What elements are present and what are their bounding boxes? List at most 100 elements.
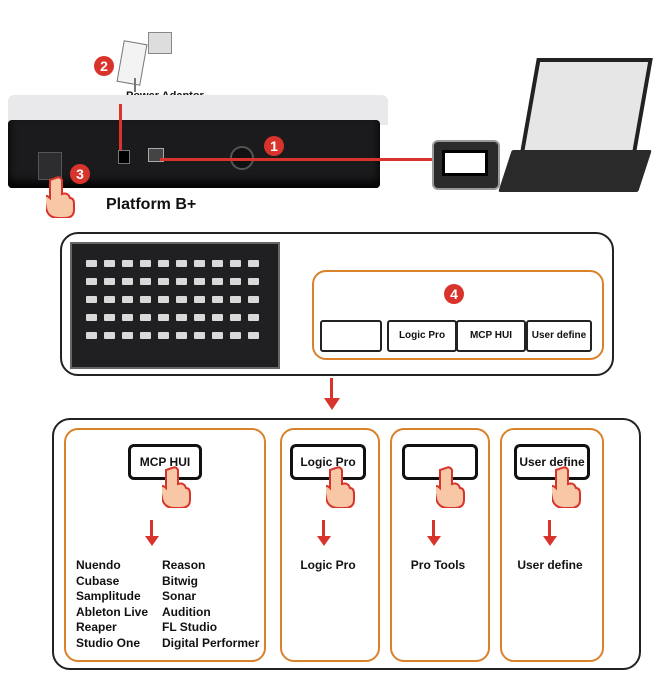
software-list-col1: Nuendo Cubase Samplitude Ableton Live Re… bbox=[76, 558, 148, 652]
step-badge-1: 1 bbox=[264, 136, 284, 156]
software-item: Samplitude bbox=[76, 589, 141, 604]
panel-key bbox=[122, 314, 133, 321]
software-item: FL Studio bbox=[162, 620, 218, 635]
user-define-label: User define bbox=[517, 558, 583, 572]
panel-key bbox=[176, 314, 187, 321]
pro-tools-label: Pro Tools bbox=[410, 558, 466, 572]
panel-key bbox=[86, 296, 97, 303]
laptop-screen bbox=[519, 58, 653, 158]
panel-key bbox=[86, 260, 97, 267]
panel-key bbox=[122, 296, 133, 303]
arrow-down-icon bbox=[324, 398, 340, 410]
logic-pro-label: Logic Pro bbox=[300, 558, 356, 572]
arrow-shaft bbox=[432, 520, 435, 538]
arrow-down-icon bbox=[145, 536, 159, 546]
hand-pointer-icon bbox=[552, 466, 581, 508]
panel-key bbox=[194, 332, 205, 339]
software-item: Bitwig bbox=[162, 573, 198, 588]
arrow-shaft bbox=[548, 520, 551, 538]
panel-key bbox=[230, 296, 241, 303]
usb-cable-line bbox=[160, 158, 460, 161]
software-item: Reaper bbox=[76, 620, 117, 635]
panel-key bbox=[140, 260, 151, 267]
software-item: Nuendo bbox=[76, 558, 121, 572]
arrow-down-icon bbox=[317, 536, 331, 546]
power-adaptor-icon bbox=[116, 40, 148, 86]
panel-key bbox=[122, 278, 133, 285]
adaptor-cable-line bbox=[119, 104, 122, 150]
panel-key bbox=[176, 296, 187, 303]
panel-key bbox=[248, 296, 259, 303]
panel-key bbox=[104, 278, 115, 285]
mode-key-user-define[interactable]: User define bbox=[526, 320, 592, 352]
software-item: Reason bbox=[162, 558, 206, 572]
device-name-label: Platform B+ bbox=[106, 196, 197, 213]
panel-key bbox=[194, 314, 205, 321]
logic-pro-button[interactable]: Logic Pro bbox=[290, 444, 366, 480]
hand-pointer-icon bbox=[326, 466, 355, 508]
panel-key bbox=[248, 278, 259, 285]
arrow-down-icon bbox=[543, 536, 557, 546]
step-badge-4: 4 bbox=[444, 284, 464, 304]
panel-key bbox=[140, 296, 151, 303]
panel-key bbox=[104, 296, 115, 303]
panel-key bbox=[86, 332, 97, 339]
panel-key bbox=[158, 260, 169, 267]
panel-key bbox=[158, 278, 169, 285]
software-item: Studio One bbox=[76, 635, 140, 650]
panel-key bbox=[122, 260, 133, 267]
laptop-base bbox=[498, 150, 652, 192]
dc-input-port bbox=[118, 150, 130, 164]
panel-key bbox=[140, 314, 151, 321]
mode-key-mcp-hui[interactable]: MCP HUI bbox=[456, 320, 526, 352]
panel-key bbox=[194, 296, 205, 303]
panel-key bbox=[86, 278, 97, 285]
panel-key bbox=[104, 332, 115, 339]
wall-plug-icon bbox=[148, 32, 172, 54]
arrow-shaft bbox=[150, 520, 153, 538]
software-item: Ableton Live bbox=[76, 604, 149, 619]
panel-key bbox=[122, 332, 133, 339]
panel-key bbox=[212, 314, 223, 321]
power-switch bbox=[38, 152, 62, 180]
panel-key bbox=[176, 332, 187, 339]
panel-key bbox=[140, 332, 151, 339]
mode-key-logic-pro[interactable]: Logic Pro bbox=[387, 320, 457, 352]
hand-pointer-icon bbox=[46, 176, 75, 218]
arrow-shaft bbox=[330, 378, 333, 400]
panel-key bbox=[176, 260, 187, 267]
panel-key bbox=[140, 278, 151, 285]
arrow-down-icon bbox=[427, 536, 441, 546]
software-item: Sonar bbox=[162, 589, 197, 604]
user-define-button[interactable]: User define bbox=[514, 444, 590, 480]
panel-key bbox=[104, 260, 115, 267]
step-badge-3: 3 bbox=[70, 164, 90, 184]
panel-key bbox=[230, 260, 241, 267]
panel-key bbox=[212, 332, 223, 339]
software-item: Cubase bbox=[76, 573, 120, 588]
software-item: Audition bbox=[162, 604, 211, 619]
panel-key bbox=[230, 278, 241, 285]
panel-key bbox=[248, 332, 259, 339]
step-badge-2: 2 bbox=[94, 56, 114, 76]
panel-key bbox=[230, 314, 241, 321]
control-panel-image bbox=[70, 242, 280, 369]
panel-key bbox=[158, 332, 169, 339]
hand-pointer-icon bbox=[162, 466, 191, 508]
panel-key bbox=[104, 314, 115, 321]
panel-key bbox=[212, 278, 223, 285]
panel-key bbox=[212, 296, 223, 303]
panel-key bbox=[194, 260, 205, 267]
cable bbox=[134, 78, 136, 92]
arrow-shaft bbox=[322, 520, 325, 538]
panel-key bbox=[176, 278, 187, 285]
panel-key bbox=[158, 296, 169, 303]
software-list-col2: Reason Bitwig Sonar Audition FL Studio D… bbox=[162, 558, 259, 652]
panel-key bbox=[248, 314, 259, 321]
panel-key bbox=[230, 332, 241, 339]
panel-key bbox=[194, 278, 205, 285]
hand-pointer-icon bbox=[436, 466, 465, 508]
mode-key-blank[interactable] bbox=[320, 320, 382, 352]
panel-key bbox=[248, 260, 259, 267]
panel-key bbox=[158, 314, 169, 321]
